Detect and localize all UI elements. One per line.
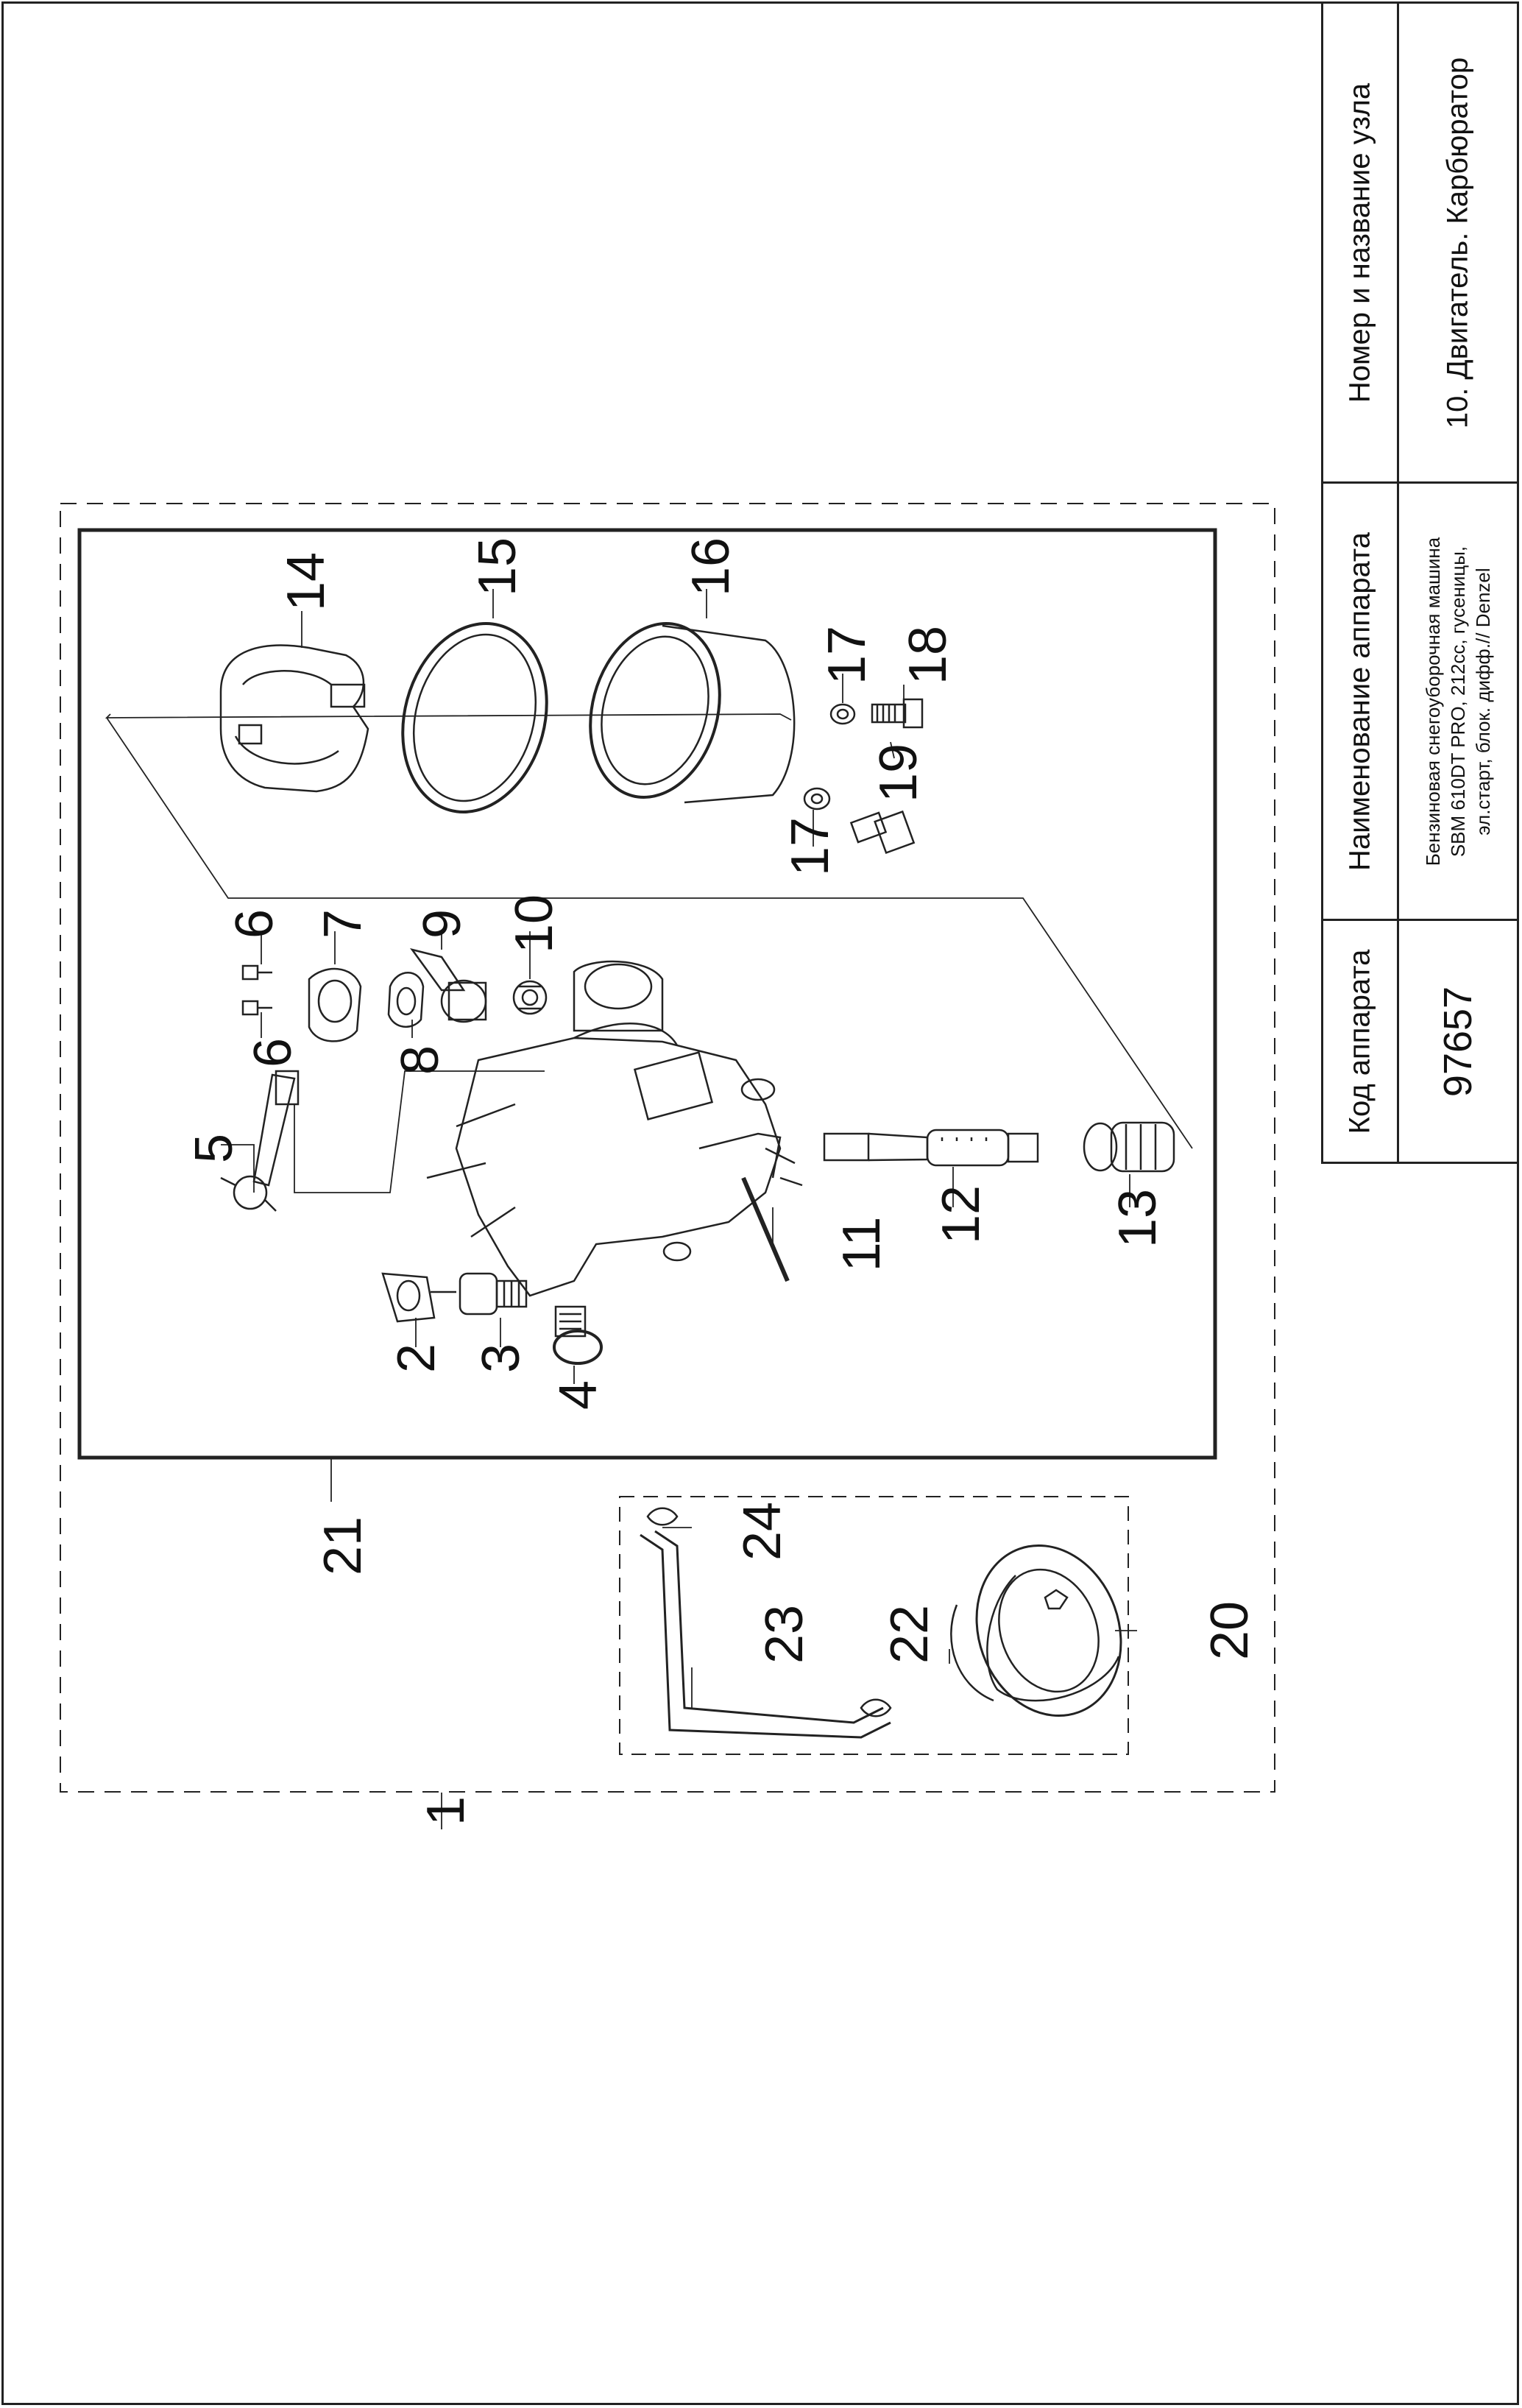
- callout-9: 9: [413, 909, 472, 939]
- machine-name-value: Бензиновая снегоуборочная машина SBM 610…: [1420, 537, 1496, 866]
- machine-name-line-3: эл.старт, блок. дифф.// Denzel: [1472, 567, 1494, 836]
- guide-line-filter: [105, 713, 792, 721]
- primer-kit-dashed-box: [619, 1496, 1129, 1755]
- part-19-bolt: [849, 810, 916, 855]
- callout-14: 14: [277, 552, 336, 611]
- part-22-primer-bulb: [950, 1544, 1122, 1717]
- node-cell: 10. Двигатель. Карбюратор: [1397, 1, 1519, 484]
- part-3-solenoid: [431, 1272, 528, 1316]
- callout-22: 22: [880, 1605, 939, 1664]
- header-name-cell: Наименование аппарата: [1321, 481, 1399, 921]
- part-5-choke-lever: [220, 1070, 300, 1212]
- callout-18: 18: [899, 626, 958, 685]
- callout-12: 12: [932, 1185, 991, 1244]
- machine-name-line-2: SBM 610DT PRO, 212cc, гусеницы,: [1447, 545, 1469, 857]
- node-value: 10. Двигатель. Карбюратор: [1441, 57, 1474, 428]
- callout-6-top: 6: [225, 909, 284, 939]
- callout-6-bottom: 6: [244, 1038, 302, 1067]
- callout-21: 21: [314, 1517, 372, 1575]
- callout-11: 11: [832, 1217, 891, 1272]
- callout-8: 8: [391, 1045, 450, 1075]
- part-4-drain-screw: [553, 1305, 603, 1365]
- part-7-mount-plate: [308, 967, 362, 1042]
- header-name-label: Наименование аппарата: [1343, 532, 1376, 871]
- part-13-main-jet: [1083, 1121, 1175, 1173]
- callout-10: 10: [505, 894, 564, 953]
- code-value: 97657: [1436, 986, 1480, 1097]
- carburetor-box: [77, 528, 1217, 1460]
- part-17-washer-top: [829, 703, 856, 725]
- callout-3: 3: [472, 1344, 531, 1373]
- part-8-gasket: [387, 972, 425, 1028]
- callout-4: 4: [549, 1380, 608, 1410]
- callout-13: 13: [1108, 1189, 1167, 1248]
- header-code-cell: Код аппарата: [1321, 919, 1399, 1164]
- callout-5: 5: [185, 1134, 244, 1163]
- part-11-carburetor-body: [426, 960, 803, 1297]
- part-9-bracket: [409, 947, 487, 1023]
- callout-1: 1: [417, 1796, 475, 1826]
- header-node-cell: Номер и название узла: [1321, 1, 1399, 484]
- part-2-cap: [381, 1272, 436, 1323]
- part-17-washer-bottom: [803, 787, 831, 811]
- header-node-label: Номер и название узла: [1343, 82, 1376, 403]
- assembly-1-dashed-box: [60, 503, 1275, 1793]
- leader-lines: [221, 589, 1137, 1829]
- part-12-emulsion-tube: [823, 1129, 1039, 1167]
- machine-name-cell: Бензиновая снегоуборочная машина SBM 610…: [1397, 481, 1519, 921]
- callout-2: 2: [387, 1344, 446, 1373]
- part-16-filter-cup: [589, 622, 796, 804]
- callout-17-top: 17: [818, 626, 877, 685]
- guide-line-diagonal: [106, 717, 1193, 1149]
- part-24-clamp-bottom: [860, 1698, 892, 1717]
- part-15-filter-ring: [401, 622, 548, 813]
- callout-15: 15: [468, 537, 527, 596]
- exploded-view-drawing: [60, 503, 1275, 1829]
- machine-name-line-1: Бензиновая снегоуборочная машина: [1422, 537, 1444, 866]
- callout-19: 19: [869, 744, 928, 802]
- callout-7: 7: [314, 909, 372, 939]
- callout-label-layer: 1 21 2 3 4 5 6 6 7 8 9 10 11 12 13 14 15…: [185, 537, 1259, 1826]
- header-code-label: Код аппарата: [1343, 949, 1376, 1134]
- callout-24: 24: [733, 1502, 792, 1561]
- part-10-valve-seat: [512, 980, 548, 1015]
- callout-23: 23: [755, 1605, 814, 1664]
- part-24-clamp-top: [646, 1507, 679, 1526]
- callout-16: 16: [682, 537, 740, 596]
- part-23-fuel-tube: [640, 1530, 891, 1739]
- callout-20: 20: [1200, 1601, 1259, 1660]
- part-14-filter-cover: [219, 644, 369, 793]
- code-cell: 97657: [1397, 919, 1519, 1164]
- part-6-screws: [241, 964, 272, 1016]
- callout-17-bottom: 17: [781, 817, 840, 876]
